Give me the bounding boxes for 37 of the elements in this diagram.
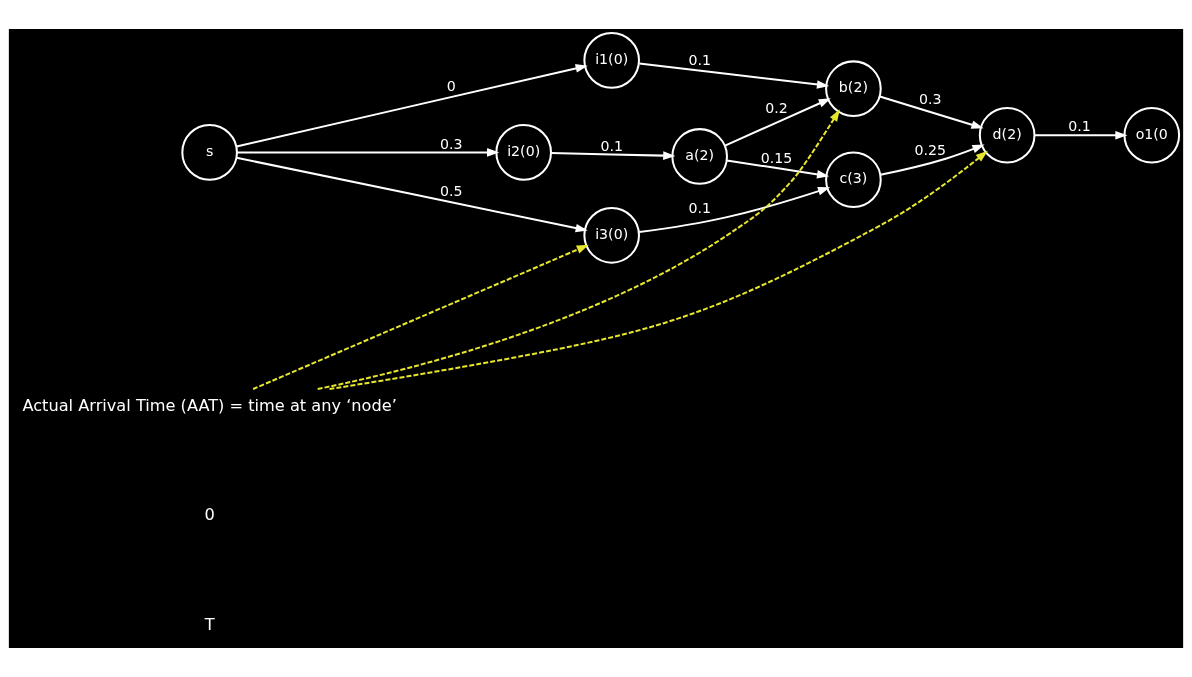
edge-label: 0.1 [688, 200, 711, 217]
edge-label: 0.1 [600, 137, 623, 154]
edge-label: 0.5 [440, 183, 463, 200]
edge-label: 0 [446, 77, 456, 94]
edge-label: 0.3 [919, 91, 942, 108]
edge-label: 0.1 [1068, 118, 1091, 135]
edge-label: 0.3 [440, 135, 463, 152]
node-text: Actual Arrival Time (AAT) = time at any ‘node’ [22, 396, 397, 416]
arrow [1034, 130, 1128, 140]
arrow [724, 98, 831, 147]
node-circle: i1(0) [583, 32, 640, 89]
arrow [551, 151, 676, 160]
arrow [236, 64, 588, 148]
arrow [639, 62, 830, 89]
node-circle: c(3) [825, 151, 882, 208]
arrow [317, 109, 840, 390]
node-circle: i2(0) [495, 124, 552, 181]
arrow [329, 150, 988, 391]
arrow [726, 159, 830, 179]
arrow [236, 156, 588, 233]
arrow [252, 244, 589, 390]
arrow [237, 148, 500, 157]
node-circle: i3(0) [583, 207, 640, 264]
node-circle: a(2) [671, 128, 728, 185]
edge-label: 0.15 [760, 149, 793, 166]
arrow [880, 144, 985, 176]
arrow [879, 95, 984, 129]
label: 0 [204, 505, 215, 525]
arrow [639, 187, 831, 234]
node-circle: b(2) [825, 60, 882, 117]
node-circle: s [181, 124, 238, 181]
edge-label: 0.2 [765, 100, 788, 117]
node-circle: o1(0 [1123, 106, 1181, 164]
node-circle: d(2) [978, 106, 1036, 164]
edge-label: 0.1 [688, 51, 711, 68]
edge-label: 0.25 [914, 141, 947, 158]
label: T [204, 614, 215, 634]
